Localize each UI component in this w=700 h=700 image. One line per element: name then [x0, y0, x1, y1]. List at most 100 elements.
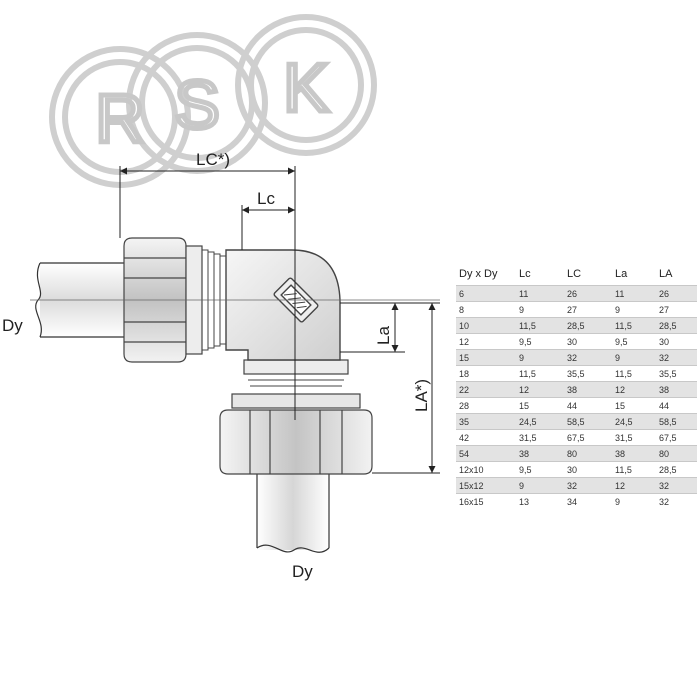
table-cell: 35,5: [656, 365, 697, 382]
header-lc: LC: [567, 268, 582, 280]
table-cell: 67,5: [564, 429, 612, 446]
table-cell: 67,5: [656, 429, 697, 446]
table-cell: 12: [456, 333, 516, 350]
vertical-pipe: [256, 420, 330, 553]
table-cell: 9,5: [612, 333, 656, 350]
la-total-label: LA*): [412, 379, 431, 412]
lc-label: Lc: [257, 189, 275, 208]
table-cell: 12: [516, 381, 564, 398]
table-cell: 32: [656, 477, 697, 494]
table-cell: 32: [564, 477, 612, 494]
table-cell: 15: [456, 349, 516, 366]
logo-letter: K: [283, 50, 328, 126]
table-header-row: Dy x Dy Lc LC La LA: [456, 266, 697, 286]
table-cell: 30: [564, 333, 612, 350]
table-cell: 11,5: [516, 365, 564, 382]
table-cell: 9: [516, 301, 564, 318]
table-cell: 9,5: [516, 461, 564, 478]
table-cell: 12: [612, 381, 656, 398]
table-cell: 54: [456, 445, 516, 462]
logo-letter: S: [174, 67, 219, 143]
table-cell: 9: [516, 349, 564, 366]
table-cell: 9: [612, 301, 656, 318]
header-dy: Dy x Dy: [459, 268, 498, 280]
header-la: LA: [659, 268, 673, 280]
table-cell: 38: [516, 445, 564, 462]
header-lc-small: Lc: [519, 268, 531, 280]
table-cell: 28,5: [656, 317, 697, 334]
lc-total-label: LC*): [196, 150, 230, 169]
rsk-logo-letters: R S K: [93, 48, 331, 160]
table-cell: 31,5: [516, 429, 564, 446]
la-label: La: [374, 326, 393, 345]
elbow-body: [225, 249, 341, 361]
table-cell: 9: [612, 493, 656, 509]
table-cell: 30: [656, 333, 697, 350]
table-cell: 35,5: [564, 365, 612, 382]
table-cell: 13: [516, 493, 564, 509]
table-cell: 11,5: [612, 317, 656, 334]
table-cell: 44: [564, 397, 612, 414]
table-cell: 16x15: [456, 493, 516, 509]
dy-bottom-label: Dy: [292, 562, 313, 581]
table-cell: 15: [612, 397, 656, 414]
table-cell: 26: [564, 285, 612, 302]
dimension-lines: [30, 166, 440, 474]
table-cell: 32: [656, 349, 697, 366]
table-cell: 35: [456, 413, 516, 430]
table-cell: 24,5: [516, 413, 564, 430]
table-cell: 27: [656, 301, 697, 318]
table-cell: 15x12: [456, 477, 516, 494]
table-cell: 26: [656, 285, 697, 302]
table-cell: 12x10: [456, 461, 516, 478]
header-la-small: La: [615, 268, 628, 280]
table-cell: 38: [656, 381, 697, 398]
table-cell: 8: [456, 301, 516, 318]
table-cell: 22: [456, 381, 516, 398]
table-cell: 38: [612, 445, 656, 462]
table-cell: 11,5: [612, 365, 656, 382]
table-cell: 11,5: [612, 461, 656, 478]
table-cell: 10: [456, 317, 516, 334]
table-cell: 28: [456, 397, 516, 414]
table-cell: 58,5: [564, 413, 612, 430]
table-cell: 12: [612, 477, 656, 494]
vertical-nut: [219, 359, 373, 475]
table-cell: 24,5: [612, 413, 656, 430]
table-cell: 34: [564, 493, 612, 509]
table-cell: 6: [456, 285, 516, 302]
table-cell: 42: [456, 429, 516, 446]
table-cell: 32: [564, 349, 612, 366]
table-cell: 44: [656, 397, 697, 414]
table-cell: 80: [564, 445, 612, 462]
table-cell: 11: [612, 285, 656, 302]
table-cell: 11: [516, 285, 564, 302]
table-cell: 9: [516, 477, 564, 494]
table-cell: 9,5: [516, 333, 564, 350]
table-cell: 38: [564, 381, 612, 398]
table-cell: 18: [456, 365, 516, 382]
table-cell: 11,5: [516, 317, 564, 334]
table-cell: 30: [564, 461, 612, 478]
table-cell: 80: [656, 445, 697, 462]
table-cell: 31,5: [612, 429, 656, 446]
table-cell: 28,5: [656, 461, 697, 478]
table-cell: 15: [516, 397, 564, 414]
table-cell: 28,5: [564, 317, 612, 334]
